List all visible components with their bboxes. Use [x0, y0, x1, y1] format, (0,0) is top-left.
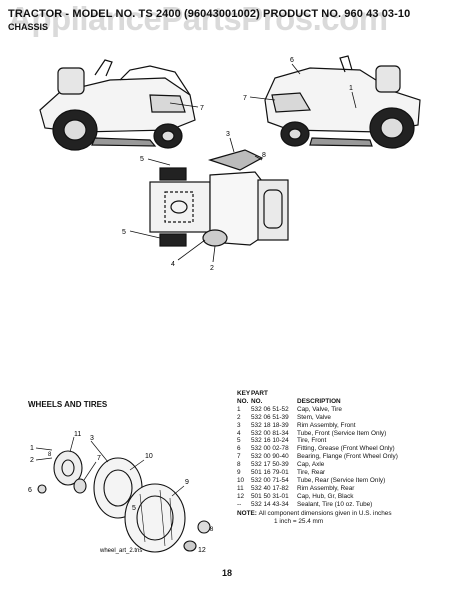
wheels-exploded-diagram: 1 8 2 11 3 7 10 9 6 5 8 12 wheel_art_2.t… [28, 431, 214, 554]
page-subtitle: CHASSIS [8, 22, 49, 32]
callout-1-right: 1 [349, 85, 353, 92]
callout-2-wheel: 2 [30, 457, 34, 464]
table-row: 10 532 00 71-54 Tube, Rear (Service Item O… [237, 477, 457, 485]
note-line-2: 1 inch = 25.4 mm [237, 518, 457, 526]
callout-5-mid-bottom: 5 [122, 229, 126, 236]
parts-table-header-top: KEY PART [237, 390, 457, 398]
key-no: 2 [237, 413, 241, 421]
key-no: 4 [237, 429, 241, 437]
part-no: 532 00 02-78 [251, 445, 289, 453]
part-header-top: PART [251, 390, 268, 397]
key-no: -- [237, 500, 242, 508]
part-description: Stem, Valve [297, 413, 331, 421]
tractor-left-view [39, 59, 196, 151]
part-description: Rim Assembly, Front [297, 421, 356, 429]
key-no: 9 [237, 469, 241, 477]
part-no: 501 16 79-01 [251, 469, 289, 477]
chassis-top-view [149, 149, 289, 247]
part-no: 532 00 81-34 [251, 429, 289, 437]
part-description: Cap, Hub, Gr, Black [297, 492, 354, 500]
key-no: 6 [237, 445, 241, 453]
callout-3-wheel: 3 [90, 435, 94, 442]
tractor-right-view [264, 55, 421, 149]
parts-table-body: 1 532 06 51-52 Cap, Valve, Tire 2 532 06 51-… [237, 406, 457, 509]
table-row: 2 532 06 51-39 Stem, Valve [237, 414, 457, 422]
callout-4-mid: 4 [171, 261, 175, 268]
callout-12-wheel: 12 [198, 547, 206, 554]
page-title: TRACTOR - MODEL NO. TS 2400 (96043001002… [8, 8, 411, 20]
callout-8-wheel-top: 8 [48, 452, 52, 458]
parts-table: KEY PART NO. NO. DESCRIPTION 1 532 06 51-… [237, 390, 457, 525]
callout-9-wheel: 9 [185, 479, 189, 486]
table-row: 1 532 06 51-52 Cap, Valve, Tire [237, 406, 457, 414]
wheel-art-reference: wheel_art_2.tns [99, 548, 142, 554]
key-no: 5 [237, 437, 241, 445]
callout-7-wheel: 7 [97, 455, 101, 462]
callout-11-wheel: 11 [74, 431, 81, 438]
callout-2-mid: 2 [210, 265, 214, 272]
table-row: 9 501 16 79-01 Tire, Rear [237, 469, 457, 477]
key-no: 8 [237, 461, 241, 469]
key-no: 1 [237, 405, 241, 413]
callout-10-wheel: 10 [145, 453, 153, 460]
section-title: WHEELS AND TIRES [28, 400, 108, 409]
callout-6-right: 6 [290, 57, 294, 64]
table-row: 6 532 00 02-78 Fitting, Grease (Front Whee… [237, 445, 457, 453]
callout-3-mid: 3 [226, 131, 230, 138]
part-no: 532 06 51-39 [251, 413, 289, 421]
part-no: 532 17 50-39 [251, 461, 289, 469]
part-description: Tube, Rear (Service Item Only) [297, 476, 386, 484]
key-no: 11 [237, 484, 244, 492]
part-description: Tire, Rear [297, 469, 326, 477]
note-label: NOTE: [237, 509, 257, 517]
key-no: 3 [237, 421, 241, 429]
key-header-bottom: NO. [237, 397, 249, 405]
note-text-1: All component dimensions given in U.S. i… [258, 509, 392, 517]
key-no: 10 [237, 476, 245, 484]
part-description: Tube, Front (Service Item Only) [297, 429, 387, 437]
callout-7-left: 7 [200, 105, 204, 112]
callout-5-wheel: 5 [132, 505, 136, 512]
part-no: 532 40 17-82 [251, 484, 289, 492]
part-description: Cap, Valve, Tire [297, 405, 342, 413]
table-row: 4 532 00 81-34 Tube, Front (Service Item O… [237, 430, 457, 438]
note-line-1: NOTE: All component dimensions given in … [237, 510, 457, 518]
callout-5-mid-top: 5 [140, 156, 144, 163]
part-description: Tire, Front [297, 437, 327, 445]
table-row: 12 501 50 31-01 Cap, Hub, Gr, Black [237, 493, 457, 501]
part-no: 532 00 90-40 [251, 453, 289, 461]
callout-8-mid: 8 [262, 152, 266, 159]
part-description: Sealant, Tire (10 oz. Tube) [297, 500, 373, 508]
part-no: 501 50 31-01 [251, 492, 289, 500]
part-description: Bearing, Flange (Front Wheel Only) [297, 453, 398, 461]
key-no: 12 [237, 492, 245, 500]
part-no: 532 00 71-54 [251, 476, 289, 484]
description-header: DESCRIPTION [297, 397, 341, 405]
table-row: 7 532 00 90-40 Bearing, Flange (Front Whee… [237, 453, 457, 461]
table-row: -- 532 14 43-34 Sealant, Tire (10 oz. Tube… [237, 501, 457, 509]
part-description: Cap, Axle [297, 461, 325, 469]
page-number: 18 [222, 568, 233, 578]
part-header-bottom: NO. [251, 397, 263, 405]
part-no: 532 14 43-34 [251, 500, 289, 508]
table-row: 3 532 18 18-39 Rim Assembly, Front [237, 422, 457, 430]
part-no: 532 16 10-24 [251, 437, 289, 445]
table-row: 11 532 40 17-82 Rim Assembly, Rear [237, 485, 457, 493]
part-no: 532 06 51-52 [251, 405, 289, 413]
callout-8-wheel-bottom: 8 [210, 527, 214, 533]
part-no: 532 18 18-39 [251, 421, 289, 429]
watermark: AppliancePartsPros.com [8, 0, 388, 37]
callout-1-wheel: 1 [30, 445, 34, 452]
note-text-2: 1 inch = 25.4 mm [274, 517, 324, 525]
key-no: 7 [237, 453, 241, 461]
callout-6-wheel: 6 [28, 487, 32, 494]
table-row: 5 532 16 10-24 Tire, Front [237, 437, 457, 445]
part-description: Rim Assembly, Rear [297, 484, 355, 492]
table-row: 8 532 17 50-39 Cap, Axle [237, 461, 457, 469]
callout-7-right: 7 [243, 95, 247, 102]
key-header-top: KEY [237, 390, 251, 397]
tractor-diagram: 7 6 7 1 3 5 8 5 4 2 [39, 55, 421, 272]
part-description: Fitting, Grease (Front Wheel Only) [297, 445, 395, 453]
parts-table-header-bottom: NO. NO. DESCRIPTION [237, 398, 457, 406]
